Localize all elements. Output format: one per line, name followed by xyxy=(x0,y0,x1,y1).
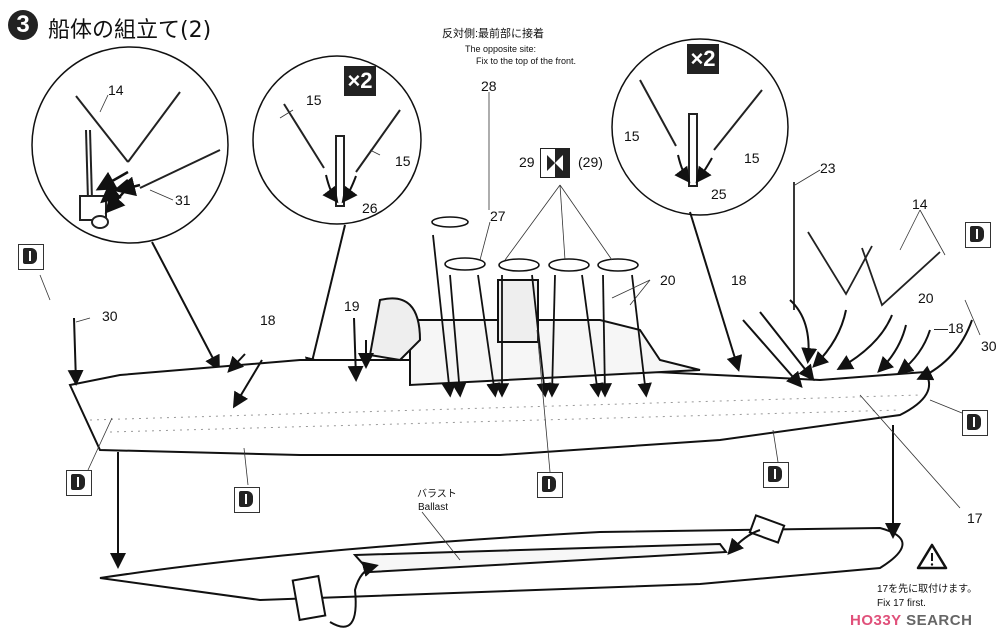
part-label-27: 27 xyxy=(490,208,506,224)
quantity-x2-badge-b: ×2 xyxy=(344,66,376,96)
decal-d-icon xyxy=(66,470,92,496)
watermark-brand: HO33Y xyxy=(850,612,902,629)
part-label-15-detail-b-right: 15 xyxy=(395,153,411,169)
warning-note-jp: 17を先に取付けます。 xyxy=(877,584,978,595)
part-label-18-aft-b: —18 xyxy=(934,320,964,336)
ballast-label-jp: バラスト xyxy=(417,489,457,500)
detail-c-parts xyxy=(639,79,763,187)
part-label-18-forward: 18 xyxy=(260,312,276,328)
opposite-side-note-en-2: Fix to the top of the front. xyxy=(476,56,577,66)
decal-d-icon xyxy=(234,487,260,513)
part-label-23: 23 xyxy=(820,160,836,176)
opposite-side-note-jp: 反対側:最前部に接着 xyxy=(442,28,545,40)
detail-a-parts xyxy=(75,91,221,229)
detail-circle-c xyxy=(611,38,789,216)
part-label-17: 17 xyxy=(967,510,983,526)
warning-triangle-icon xyxy=(916,543,948,570)
detail-circle-a xyxy=(31,46,229,244)
part-label-14-right: 14 xyxy=(912,196,928,212)
part-label-14-detail-a: 14 xyxy=(108,82,124,98)
decal-d-icon xyxy=(18,244,44,270)
step-number-badge: 3 xyxy=(8,10,38,40)
opposite-side-note-en-1: The opposite site: xyxy=(465,44,537,54)
bowtie-symbol-icon xyxy=(540,148,570,178)
part-label-30-left: 30 xyxy=(102,308,118,324)
part-label-20-mid: 20 xyxy=(660,272,676,288)
watermark: HO33Y SEARCH xyxy=(850,612,972,629)
part-label-15-detail-c-left: 15 xyxy=(624,128,640,144)
part-label-15-detail-b-left: 15 xyxy=(306,92,322,108)
ballast-label-en: Ballast xyxy=(418,502,449,513)
part-label-31: 31 xyxy=(175,192,191,208)
part-label-20-aft: 20 xyxy=(918,290,934,306)
part-label-25: 25 xyxy=(711,186,727,202)
decal-d-icon xyxy=(763,462,789,488)
detail-circle-b xyxy=(252,55,422,225)
quantity-x2-badge-c: ×2 xyxy=(687,44,719,74)
funnel-caps xyxy=(431,216,639,272)
decal-d-icon xyxy=(537,472,563,498)
part-label-26: 26 xyxy=(362,200,378,216)
step-title: 船体の組立て(2) xyxy=(48,18,212,43)
part-label-29: 29 xyxy=(519,154,535,170)
watermark-search: SEARCH xyxy=(906,612,973,629)
warning-note-en: Fix 17 first. xyxy=(877,598,926,609)
decal-d-icon xyxy=(962,410,988,436)
part-label-29-paren: (29) xyxy=(578,154,603,170)
part-label-19: 19 xyxy=(344,298,360,314)
decal-d-icon xyxy=(965,222,991,248)
part-label-18-aft: 18 xyxy=(731,272,747,288)
detail-b-parts xyxy=(283,103,401,207)
part-label-15-detail-c-right: 15 xyxy=(744,150,760,166)
lower-hull xyxy=(99,514,904,622)
part-label-28: 28 xyxy=(481,78,497,94)
part-label-30-right: 30 xyxy=(981,338,997,354)
upper-hull xyxy=(68,279,930,456)
